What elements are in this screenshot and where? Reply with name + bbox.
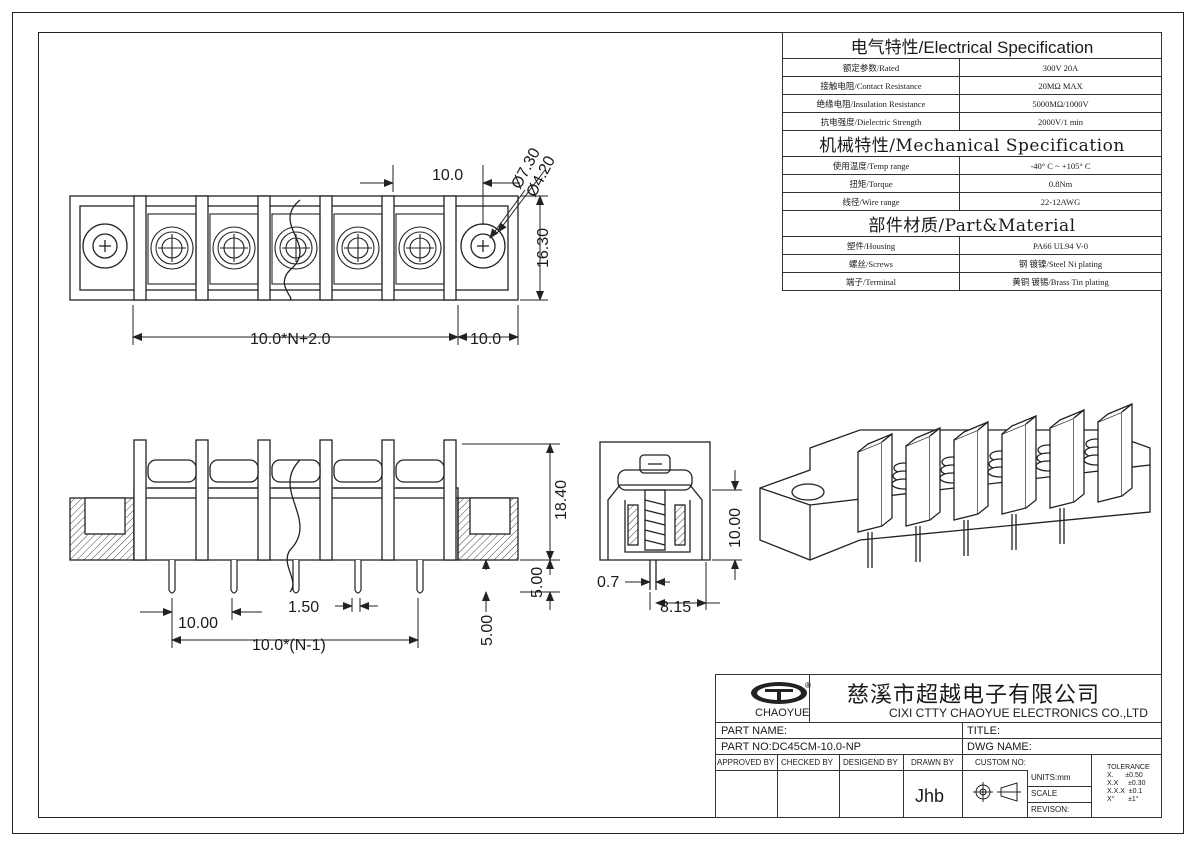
mounting-hole-right — [460, 223, 506, 269]
mounting-hole-left — [82, 223, 128, 269]
tolerance-title: TOLERANCE — [1107, 764, 1150, 771]
iso-barrier — [905, 426, 941, 527]
spec-row: 使用温度/Temp range-40° C ~ +105° C — [782, 156, 1162, 175]
svg-text:®: ® — [805, 681, 811, 690]
iso-barrier — [953, 420, 989, 521]
dim-top-pitch: 10.0 — [432, 167, 463, 184]
pin — [354, 560, 362, 594]
material-header: 部件材质/Part&Material — [782, 210, 1162, 237]
sheet-outer-border — [12, 12, 1184, 834]
dim-height-front: 18.40 — [553, 480, 570, 520]
dim-side-thickness: 0.7 — [597, 574, 619, 591]
revision-label: REVISON: — [1031, 805, 1070, 814]
dim-pin-length: 5.00 — [529, 567, 546, 598]
dim-length-total: 10.0*N+2.0 — [250, 331, 331, 348]
barrier — [319, 195, 333, 301]
barrier — [381, 439, 395, 561]
wire-break-top — [283, 199, 301, 301]
custom-no-label: CUSTOM NO: — [975, 758, 1026, 767]
mechanical-spec-header: 机械特性/Mechanical Specification — [782, 130, 1162, 157]
dim-pin-span: 10.0*(N-1) — [252, 637, 326, 654]
dim-pin-length-2: 5.00 — [479, 615, 496, 646]
barrier — [443, 439, 457, 561]
barrier — [257, 439, 271, 561]
company-logo: ® — [749, 680, 811, 706]
dim-height-top: 16.30 — [535, 228, 552, 268]
title-label: TITLE: — [967, 725, 1001, 737]
pin — [230, 560, 238, 594]
designed-by-label: DESIGEND BY — [843, 758, 898, 767]
sheet-inner-border — [38, 32, 1162, 818]
screw-head — [395, 459, 445, 483]
dim-side-height: 10.00 — [727, 508, 744, 548]
dim-side-depth: 8.15 — [660, 599, 691, 616]
iso-barrier — [857, 432, 893, 533]
scale-label: SCALE — [1031, 789, 1058, 798]
screw-icon — [333, 213, 383, 285]
drawn-by-value: Jhb — [915, 786, 945, 806]
iso-pin — [963, 520, 969, 556]
dim-end-width: 10.0 — [470, 331, 501, 348]
logo-text: CHAOYUE — [755, 707, 810, 719]
tolerance-row: X° ±1° — [1107, 796, 1139, 803]
screw-icon — [147, 213, 197, 285]
barrier — [195, 195, 209, 301]
side-view — [599, 441, 711, 590]
units-label: UNITS:mm — [1031, 773, 1071, 782]
company-name-cn: 慈溪市超越电子有限公司 — [847, 683, 1101, 708]
screw-head — [333, 459, 383, 483]
iso-pin — [867, 532, 873, 568]
company-name-en: CIXI CTTY CHAOYUE ELECTRONICS CO.,LTD — [889, 706, 1148, 720]
screw-head — [147, 459, 197, 483]
checked-by-label: CHECKED BY — [781, 758, 834, 767]
iso-pin — [915, 526, 921, 562]
barrier — [195, 439, 209, 561]
screw-head — [209, 459, 259, 483]
dim-pin-width: 1.50 — [288, 599, 319, 616]
front-view-barriers — [133, 439, 457, 561]
iso-barrier — [1097, 402, 1133, 503]
barrier — [133, 195, 147, 301]
pin — [416, 560, 424, 594]
front-view-pins — [168, 560, 424, 594]
electrical-spec-header: 电气特性/Electrical Specification — [782, 32, 1162, 59]
screw-icon — [209, 213, 259, 285]
tolerance-row: X.X.X ±0.1 — [1107, 788, 1143, 795]
front-view — [69, 487, 519, 561]
barrier — [257, 195, 271, 301]
pin — [168, 560, 176, 594]
barrier — [319, 439, 333, 561]
part-number: PART NO:DC45CM-10.0-NP — [721, 741, 861, 753]
barrier — [443, 195, 457, 301]
specification-table: 电气特性/Electrical Specification 额定参数/Rated… — [782, 32, 1162, 291]
wire-break-front — [286, 459, 301, 593]
part-name-label: PART NAME: — [721, 725, 788, 737]
pin — [292, 560, 300, 594]
projection-symbol-icon — [973, 780, 1023, 804]
tolerance-row: X.X ±0.30 — [1107, 780, 1146, 787]
approved-by-label: APPROVED BY — [717, 758, 775, 767]
screw-icon — [395, 213, 445, 285]
dim-pin-pitch: 10.00 — [178, 615, 218, 632]
title-block: ® CHAOYUE 慈溪市超越电子有限公司 CIXI CTTY CHAOYUE … — [715, 674, 1162, 818]
screw-icon — [271, 213, 321, 285]
top-view-screws — [147, 213, 445, 285]
iso-barrier — [1049, 408, 1085, 509]
isometric-barriers — [857, 402, 1133, 568]
tolerance-row: X. ±0.50 — [1107, 772, 1143, 779]
top-view-barriers — [133, 195, 457, 301]
iso-pin — [1059, 508, 1065, 544]
iso-barrier — [1001, 414, 1037, 515]
iso-pin — [1011, 514, 1017, 550]
barrier — [133, 439, 147, 561]
drawn-by-label: DRAWN BY — [911, 758, 954, 767]
barrier — [381, 195, 395, 301]
dwg-name-label: DWG NAME: — [967, 741, 1032, 753]
screw-head — [271, 459, 321, 483]
